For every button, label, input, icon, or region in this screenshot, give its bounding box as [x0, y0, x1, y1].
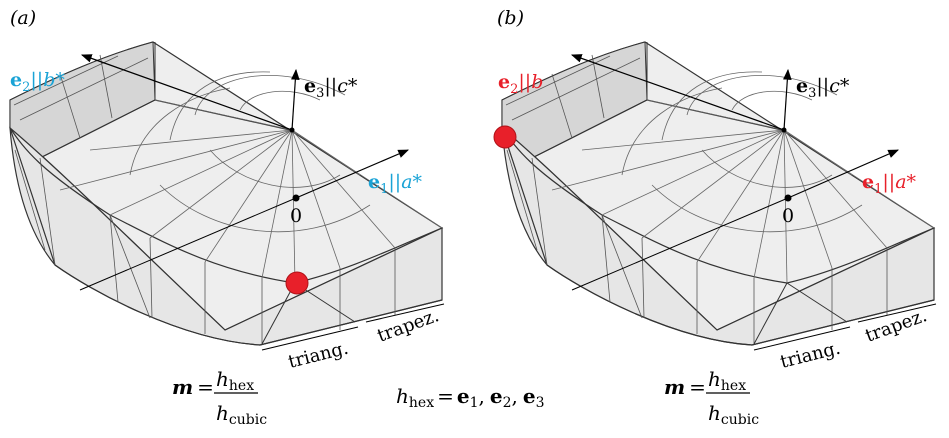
axes-b: 0: [570, 54, 899, 291]
formula-m-b: m= hhex hcubic: [664, 367, 759, 428]
formula-m-a: m= hhex hcubic: [172, 367, 267, 428]
e2-axis-arrow: [80, 54, 293, 131]
e1-axis-arrow: [295, 149, 409, 199]
origin-dot: [784, 194, 792, 202]
trapez-bracket: [365, 303, 445, 323]
svg-text:hhex=e1,e2,e3: hhex=e1,e2,e3: [396, 384, 545, 411]
panel-b: (b) 0 e2||b e3||c* e1||a* triang. trapez…: [493, 7, 937, 373]
basis-definition: hhex=e1,e2,e3: [396, 384, 545, 411]
origin-label: 0: [782, 205, 794, 227]
origin-label: 0: [290, 205, 302, 227]
e2-label-b: e2||b: [498, 71, 543, 97]
formula-numerator: hhex: [708, 367, 746, 394]
e1-label-b: e1||a*: [862, 171, 917, 197]
formula-denominator: hcubic: [708, 401, 759, 428]
highlight-point-b: [493, 125, 517, 149]
polyhedron-a: [9, 41, 443, 346]
triang-label: triang.: [778, 338, 842, 373]
svg-text:m=: m=: [172, 375, 214, 399]
svg-text:m=: m=: [664, 375, 706, 399]
trapez-bracket: [857, 303, 937, 323]
triang-bracket: [261, 326, 359, 351]
panel-a: (a) 0 e2||b* e3||c* e1||a* triang. trape…: [9, 7, 445, 373]
highlight-point-a: [285, 271, 309, 295]
e3-label-a: e3||c*: [304, 75, 358, 101]
e1-axis-arrow: [787, 149, 899, 199]
e2-label-a: e2||b*: [10, 69, 65, 95]
origin-dot: [292, 194, 300, 202]
e1-label-a: e1||a*: [368, 171, 423, 197]
formula-denominator: hcubic: [216, 401, 267, 428]
e3-axis-arrow: [291, 68, 300, 131]
axes-a: 0: [79, 54, 409, 291]
apex-dot: [289, 127, 295, 133]
triang-bracket: [753, 326, 851, 351]
panel-label: (a): [10, 7, 36, 29]
apex-dot: [781, 127, 787, 133]
e3-axis-arrow: [783, 68, 792, 131]
e3-label-b: e3||c*: [796, 75, 850, 101]
polyhedron-b: [501, 41, 935, 346]
panel-label: (b): [497, 7, 524, 29]
triang-label: triang.: [286, 338, 350, 373]
formula-numerator: hhex: [216, 367, 254, 394]
e2-axis-arrow: [570, 54, 785, 131]
